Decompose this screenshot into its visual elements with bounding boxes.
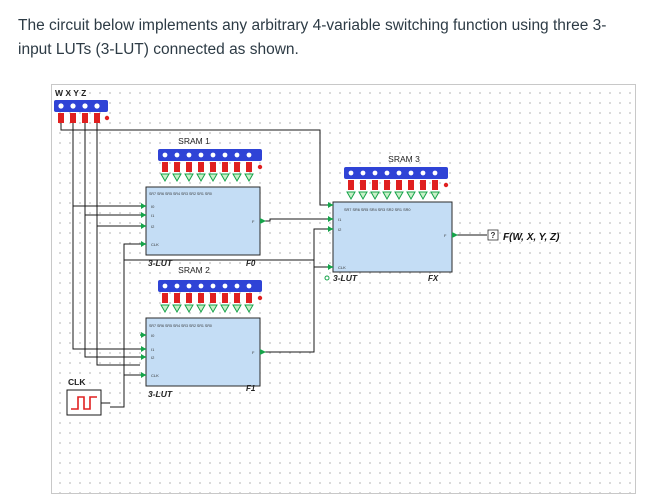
circuit-diagram: W X Y Z SRAM 1 [54, 88, 560, 416]
circuit-canvas: W X Y Z SRAM 1 [51, 84, 636, 494]
lut1-pin-i2: I2 [151, 224, 155, 229]
output-function-label: F(W, X, Y, Z) [503, 232, 560, 243]
lut3-output-label: FX [428, 274, 439, 283]
lut2-sram-bits: SR7 SR6 SR5 SR4 SR3 SR2 SR1 SR0 [149, 324, 212, 328]
sram1-switches[interactable] [158, 149, 263, 172]
question-text: The circuit below implements any arbitra… [18, 17, 607, 58]
lut2-type-label: 3-LUT [148, 389, 173, 399]
lut2-pin-i1: I1 [151, 347, 155, 352]
lut3-type-label: 3-LUT [333, 273, 358, 283]
sram2-buffers [160, 304, 254, 314]
lut3-pin-clk: CLK [338, 265, 346, 270]
clock-generator[interactable] [66, 389, 110, 416]
inputs-label: W X Y Z [55, 88, 86, 98]
lut3-pin-i2: I2 [338, 227, 342, 232]
sram3-switches[interactable] [344, 167, 449, 190]
lut1-pins: I0 I1 I2 CLK F [140, 203, 266, 247]
lut3-clk-node [324, 275, 330, 281]
lut2-pin-i2: I2 [151, 355, 155, 360]
output-probe[interactable]: ? [487, 229, 499, 241]
lut3-pin-i1: I1 [338, 217, 342, 222]
lut3-sram-bits: SR7 SR6 SR5 SR4 SR3 SR2 SR1 SR0 [344, 208, 410, 212]
lut2-pin-i0: I0 [151, 333, 155, 338]
clock-label: CLK [68, 377, 86, 387]
sram1-label: SRAM 1 [178, 136, 210, 146]
lut2-block[interactable] [145, 317, 261, 387]
sram3-buffers [346, 191, 440, 201]
probe-marker: ? [491, 231, 496, 240]
sram1-buffers [160, 173, 254, 183]
lut1-pin-clk: CLK [151, 242, 159, 247]
lut3-pin-f: F [444, 233, 447, 238]
lut2-output-label: F1 [246, 384, 256, 393]
lut2-pins: I0 I1 I2 CLK F [140, 332, 266, 378]
lut1-type-label: 3-LUT [148, 258, 173, 268]
sram2-switches[interactable] [158, 280, 263, 303]
lut3-pins: I1 I2 CLK F [327, 202, 458, 270]
lut1-pin-i1: I1 [151, 213, 155, 218]
lut1-pin-f: F [252, 219, 255, 224]
lut1-output-label: F0 [246, 259, 256, 268]
sram3-label: SRAM 3 [388, 154, 420, 164]
lut1-sram-bits: SR7 SR6 SR5 SR4 SR3 SR2 SR1 SR0 [149, 192, 212, 196]
sram2-label: SRAM 2 [178, 265, 210, 275]
lut1-block[interactable] [145, 186, 261, 256]
lut2-pin-clk: CLK [151, 373, 159, 378]
lut3-block[interactable] [332, 201, 453, 273]
lut2-pin-f: F [252, 350, 255, 355]
lut1-pin-i0: I0 [151, 204, 155, 209]
input-switches[interactable] [54, 100, 110, 123]
